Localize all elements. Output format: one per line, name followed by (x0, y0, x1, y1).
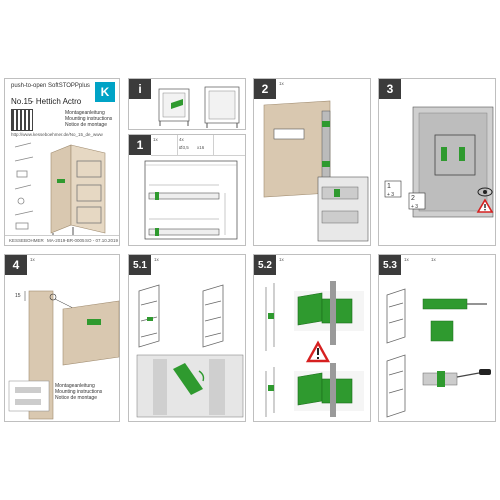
warning-triangle-icon (476, 198, 494, 213)
step-5-2-qty: 1x (279, 257, 284, 262)
cover-instructions-de: Montageanleitung (65, 110, 105, 116)
step-2-drawing (263, 100, 369, 242)
cover-model-no: No.15 (11, 97, 33, 106)
parts-list-icons (14, 142, 34, 230)
step-1-drawing (144, 160, 238, 240)
step-5-3-label: 5.3 (379, 255, 401, 275)
step-i-illustration (158, 86, 240, 128)
brand-logo-icon: K (95, 82, 115, 102)
step-3-note-a: + 3 (387, 192, 395, 198)
step-5-3-qty-a: 1x (404, 257, 409, 262)
step-3-panel: 3 1 + 3 2 + 3 (378, 78, 496, 246)
step-4-label: 4 (5, 255, 27, 275)
step-4-qty: 1x (30, 257, 35, 262)
step-1-label: 1 (129, 135, 151, 155)
step-i-panel: i (128, 78, 246, 130)
cover-model-name: - Hettich Actro (31, 97, 82, 106)
step-2-label: 2 (254, 79, 276, 99)
step-5-1-qty: 1x (154, 257, 159, 262)
step-1-parts-header: 1x 4x Ø3,5 x16 (151, 135, 245, 156)
cover-footer-left: KESSEBOHMER (9, 238, 44, 243)
step-3-note-b: + 3 (411, 204, 419, 210)
step-1-qty-b: 4x (179, 137, 184, 142)
step-5-1-drawing (136, 284, 244, 418)
step-1-qty-a: 1x (153, 137, 158, 142)
step-3-val-b: 2 (411, 195, 415, 202)
step-5-1-label: 5.1 (129, 255, 151, 275)
step-2-qty: 1x (279, 81, 284, 86)
step-4-measure: 15 (15, 293, 21, 299)
step-4-drawing (8, 290, 120, 420)
step-5-2-drawing (265, 281, 364, 417)
cover-instructions-en: Mounting instructions (65, 116, 113, 122)
step-4-caption-fr: Notice de montage (55, 395, 97, 401)
step-4-panel: 4 1x 15 Montageanleitung Mounting instru… (4, 254, 120, 422)
step-i-label: i (129, 79, 151, 99)
cover-footer: KESSEBOHMER MA-2019-BR-0005 SO - 07.10.2… (5, 235, 119, 245)
step-2-panel: 2 1x (253, 78, 371, 246)
step-5-1-panel: 5.1 1x (128, 254, 246, 422)
step-5-3-drawing (386, 288, 491, 418)
step-1-dim-b: x16 (197, 145, 205, 150)
step-4-caption-en: Mounting instructions (55, 389, 103, 395)
step-5-3-panel: 5.3 1x 1x (378, 254, 496, 422)
step-1-dim: Ø3,5 (179, 145, 189, 150)
cover-url[interactable]: http://www.kesseboehmer.de/No_15_de_www (11, 132, 103, 137)
step-4-caption-de: Montageanleitung (55, 383, 95, 389)
step-5-3-qty-b: 1x (431, 257, 436, 262)
qr-code-icon (11, 109, 33, 131)
screwdriver-icon (456, 369, 491, 378)
step-5-2-panel: 5.2 1x (253, 254, 371, 422)
step-1-panel: 1 1x 4x Ø3,5 x16 (128, 134, 246, 246)
eye-icon (477, 187, 493, 197)
cover-instructions-fr: Notice de montage (65, 122, 107, 128)
step-3-val-a: 1 (387, 183, 391, 190)
step-3-label: 3 (379, 79, 401, 99)
cover-panel: push-to-open SoftSTOPPplus K No.15 - Het… (4, 78, 120, 246)
step-3-drawing (384, 106, 494, 218)
cover-footer-right: SO - 07.10.2019 (85, 238, 119, 243)
cover-product-line: push-to-open SoftSTOPPplus (11, 83, 90, 89)
step-5-2-label: 5.2 (254, 255, 276, 275)
cover-cabinet-illustration (50, 144, 106, 236)
cover-footer-mid: MA-2019-BR-0005 (47, 238, 85, 243)
